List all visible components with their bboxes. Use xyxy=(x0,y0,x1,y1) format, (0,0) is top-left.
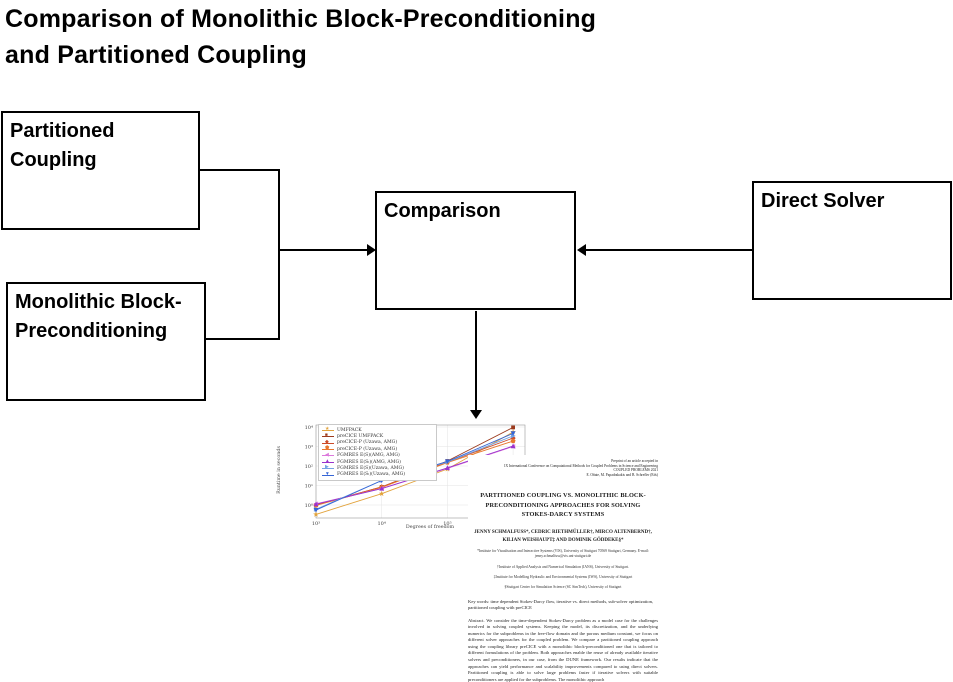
legend-item: ■preCICE UMFPACK xyxy=(322,433,433,439)
page-title-line1: Comparison of Monolithic Block-Precondit… xyxy=(5,5,597,33)
node-label: Partitioned Coupling xyxy=(10,120,115,171)
paper-title: PARTITIONED COUPLING VS. MONOLITHIC BLOC… xyxy=(480,491,646,519)
paper-affiliation: ‡Institute for Modelling Hydraulic and E… xyxy=(493,574,633,579)
paper-header-line: E. Oñate, M. Papadrakakis and B. Schrefl… xyxy=(586,473,658,478)
node-partitioned-coupling[interactable]: Partitioned Coupling xyxy=(1,111,200,230)
y-axis-label: Runtime in seconds xyxy=(277,446,282,494)
legend-label: FGMRES E(S)(Uzawa, AMG) xyxy=(337,466,404,472)
legend-marker-icon: ★ xyxy=(322,427,334,432)
svg-text:10³: 10³ xyxy=(305,444,313,450)
paper-header-line: IX International Conference on Computati… xyxy=(504,463,658,468)
page-title-line2: and Partitioned Coupling xyxy=(5,41,308,69)
svg-text:10⁴: 10⁴ xyxy=(305,425,313,431)
node-monolithic-block-preconditioning[interactable]: Monolithic Block-Preconditioning xyxy=(6,282,206,401)
node-label: Comparison xyxy=(384,200,501,222)
svg-text:10⁵: 10⁵ xyxy=(443,521,451,527)
page-title: Comparison of Monolithic Block-Precondit… xyxy=(5,1,596,73)
connector-direct-to-comparison xyxy=(586,249,752,251)
paper-header-line: COUPLED PROBLEMS 2021 xyxy=(613,468,658,473)
svg-text:10³: 10³ xyxy=(312,521,320,527)
legend-marker-icon: ▶ xyxy=(322,465,334,471)
chart-legend: ★UMFPACK■preCICE UMFPACK◆preCICE-P (Uzaw… xyxy=(318,424,437,482)
connector-junction-to-comparison xyxy=(278,249,368,251)
connector-comparison-to-figure xyxy=(475,311,477,410)
connector-partitioned-to-junction xyxy=(200,169,280,171)
legend-label: FGMRES E(S)(AMG, AMG) xyxy=(337,453,400,459)
connector-junction-vertical xyxy=(278,169,280,340)
legend-marker-icon: ◆ xyxy=(322,439,334,445)
paper-affiliation: †Institute of Applied Analysis and Numer… xyxy=(497,564,629,569)
legend-marker-icon: ▲ xyxy=(322,458,334,464)
paper-authors: JENNY SCHMALFUSS*, CEDRIC RIETHMÜLLER†, … xyxy=(474,530,652,543)
node-comparison[interactable]: Comparison xyxy=(375,191,576,310)
legend-label: preCICE-P (Uzawa, AMG) xyxy=(337,446,398,452)
arrowhead-into-comparison-right-icon xyxy=(577,244,586,256)
legend-marker-icon: ■ xyxy=(322,433,334,439)
arrowhead-into-comparison-left-icon xyxy=(367,244,376,256)
legend-label: preCICE-P (Uzawa, AMG) xyxy=(337,440,398,446)
legend-item: ◆preCICE-P (Uzawa, AMG) xyxy=(322,440,433,446)
legend-item: ▼FGMRES E(Sₗ)(Uzawa, AMG) xyxy=(322,472,433,478)
paper-affiliation: *Institute for Visualisation and Interac… xyxy=(477,549,649,559)
connector-monolithic-to-junction xyxy=(206,338,280,340)
svg-text:10⁰: 10⁰ xyxy=(305,503,313,509)
legend-label: FGMRES E(Sₗ)(AMG, AMG) xyxy=(337,459,401,465)
node-label: Monolithic Block-Preconditioning xyxy=(15,291,182,342)
paper-header: Preprint of an article accepted in IX In… xyxy=(468,459,658,478)
paper-keywords: Key words: time dependent Stokes-Darcy f… xyxy=(468,599,654,611)
svg-text:10⁴: 10⁴ xyxy=(378,521,386,527)
legend-marker-icon: ▼ xyxy=(322,471,334,477)
legend-item: ▲FGMRES E(Sₗ)(AMG, AMG) xyxy=(322,459,433,465)
legend-item: ★UMFPACK xyxy=(322,427,433,433)
legend-item: ◀FGMRES E(S)(AMG, AMG) xyxy=(322,453,433,459)
paper-abstract: Abstract. We consider the time-dependent… xyxy=(468,617,658,682)
x-axis-label: Degrees of freedom xyxy=(405,525,455,530)
legend-label: FGMRES E(Sₗ)(Uzawa, AMG) xyxy=(337,472,406,478)
legend-marker-icon: ◀ xyxy=(322,452,334,458)
node-label: Direct Solver xyxy=(761,190,885,212)
paper-affiliation: §Stuttgart Center for Simulation Science… xyxy=(504,584,622,589)
legend-item: ⬟preCICE-P (Uzawa, AMG) xyxy=(322,446,433,452)
arrowhead-into-figure-icon xyxy=(470,410,482,419)
legend-label: UMFPACK xyxy=(337,427,362,433)
legend-label: preCICE UMFPACK xyxy=(337,434,384,440)
node-direct-solver[interactable]: Direct Solver xyxy=(752,181,952,300)
svg-text:10¹: 10¹ xyxy=(305,483,313,489)
paper-page: Preprint of an article accepted in IX In… xyxy=(468,455,658,682)
legend-item: ▶FGMRES E(S)(Uzawa, AMG) xyxy=(322,465,433,471)
legend-marker-icon: ⬟ xyxy=(322,446,334,452)
paper-header-line: Preprint of an article accepted in xyxy=(611,459,658,463)
svg-text:10²: 10² xyxy=(305,464,313,470)
